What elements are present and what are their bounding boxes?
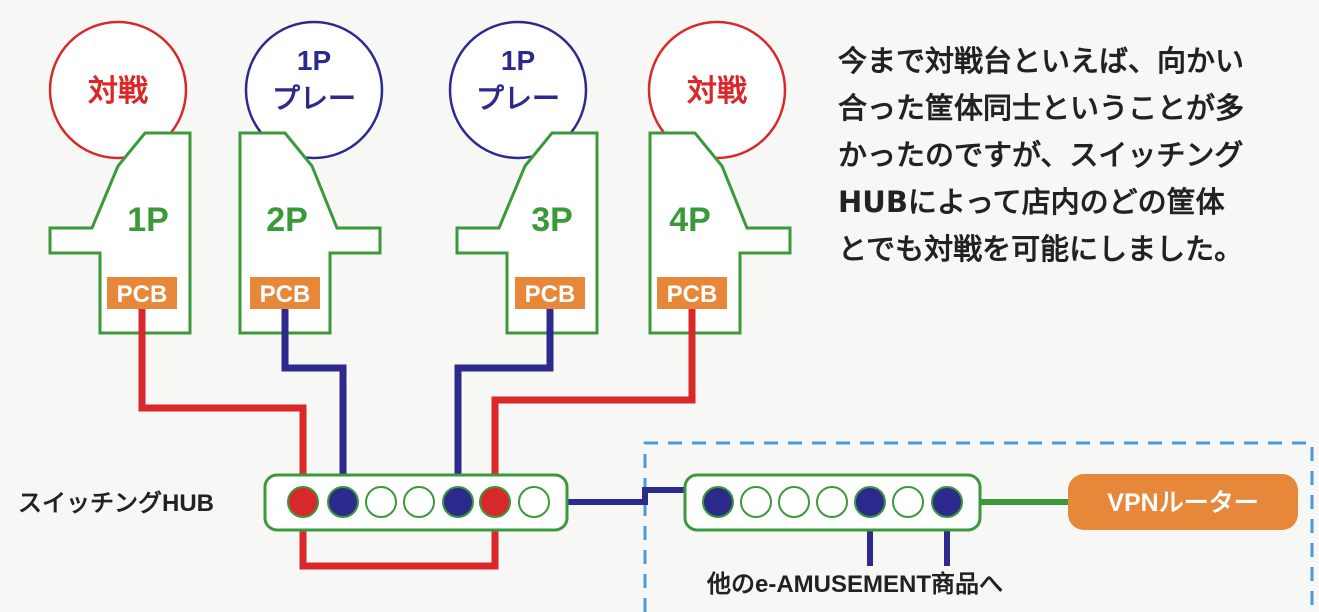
cabinet-4p: 4P PCB bbox=[648, 131, 792, 335]
description-line: HUBによって店内のどの筐体 bbox=[838, 185, 1225, 219]
cabinet-1p: 1P PCB bbox=[48, 131, 192, 335]
hub-port-empty bbox=[365, 486, 397, 518]
single-cable-2p bbox=[281, 309, 347, 502]
bubble-label: 対戦 bbox=[687, 75, 747, 108]
hub-port-empty bbox=[403, 486, 435, 518]
pcb-label: PCB bbox=[667, 281, 718, 308]
versus-cable-4p bbox=[491, 309, 696, 502]
bubble-circle bbox=[48, 20, 188, 160]
description-line: とでも対戦を可能にしました。 bbox=[838, 232, 1244, 266]
pcb-box bbox=[250, 277, 320, 309]
pcb-label: PCB bbox=[260, 281, 311, 308]
hub-port-versus bbox=[479, 486, 511, 518]
hub-port-connected bbox=[702, 486, 734, 518]
hub-port-empty bbox=[892, 486, 924, 518]
router-body bbox=[1068, 474, 1298, 530]
hub-label: スイッチングHUB bbox=[18, 490, 214, 517]
vpn-network-boundary bbox=[643, 441, 1314, 612]
other-products-label: 他のe-AMUSEMENT商品へ bbox=[706, 570, 1003, 598]
switching-hub bbox=[263, 473, 569, 532]
bubble-label: 対戦 bbox=[88, 75, 148, 108]
bubble-4: 対戦 bbox=[647, 20, 787, 160]
pcb-box bbox=[657, 277, 727, 309]
cabinet-3p: 3P PCB bbox=[455, 131, 599, 335]
hub-port-versus bbox=[287, 486, 319, 518]
hub-port-empty bbox=[740, 486, 772, 518]
cabinet-label: 3P bbox=[531, 201, 573, 239]
hub-port-connected bbox=[854, 486, 886, 518]
pcb-box bbox=[107, 277, 177, 309]
cabinet-label: 2P bbox=[266, 201, 308, 239]
vpn-router: VPNルーター bbox=[1068, 474, 1298, 530]
single-cable-3p bbox=[454, 309, 554, 502]
hub-port-empty bbox=[518, 486, 550, 518]
bubble-label-line2: プレー bbox=[476, 83, 560, 114]
network-hub bbox=[683, 473, 982, 532]
description-line: 合った筐体同士ということが多 bbox=[838, 91, 1245, 125]
router-label: VPNルーター bbox=[1107, 489, 1258, 517]
hub-port-single bbox=[327, 486, 359, 518]
bubble-label-line1: 1P bbox=[297, 45, 331, 76]
cabinet-2p: 2P PCB bbox=[238, 131, 382, 335]
description-line: 今まで対戦台といえば、向かい bbox=[838, 44, 1245, 78]
bubble-label-line2: プレー bbox=[272, 83, 356, 114]
bubble-label-line1: 1P bbox=[501, 45, 535, 76]
bubble-1: 対戦 bbox=[48, 20, 188, 160]
hub-port-empty bbox=[816, 486, 848, 518]
cabinet-label: 4P bbox=[669, 201, 711, 239]
hub-port-single bbox=[442, 486, 474, 518]
bubble-circle bbox=[244, 20, 384, 160]
pcb-label: PCB bbox=[525, 281, 576, 308]
hub-port-empty bbox=[778, 486, 810, 518]
cabinet-label: 1P bbox=[127, 201, 169, 239]
bubble-3: 1P プレー bbox=[448, 20, 588, 160]
bubble-2: 1P プレー bbox=[244, 20, 384, 160]
description-text: 今まで対戦台といえば、向かい 合った筐体同士ということが多 かったのですが、スイ… bbox=[838, 38, 1308, 273]
pcb-label: PCB bbox=[117, 281, 168, 308]
description-line: かったのですが、スイッチング bbox=[838, 138, 1244, 172]
hub-port-connected bbox=[931, 486, 963, 518]
pcb-box bbox=[515, 277, 585, 309]
bubble-circle bbox=[448, 20, 588, 160]
